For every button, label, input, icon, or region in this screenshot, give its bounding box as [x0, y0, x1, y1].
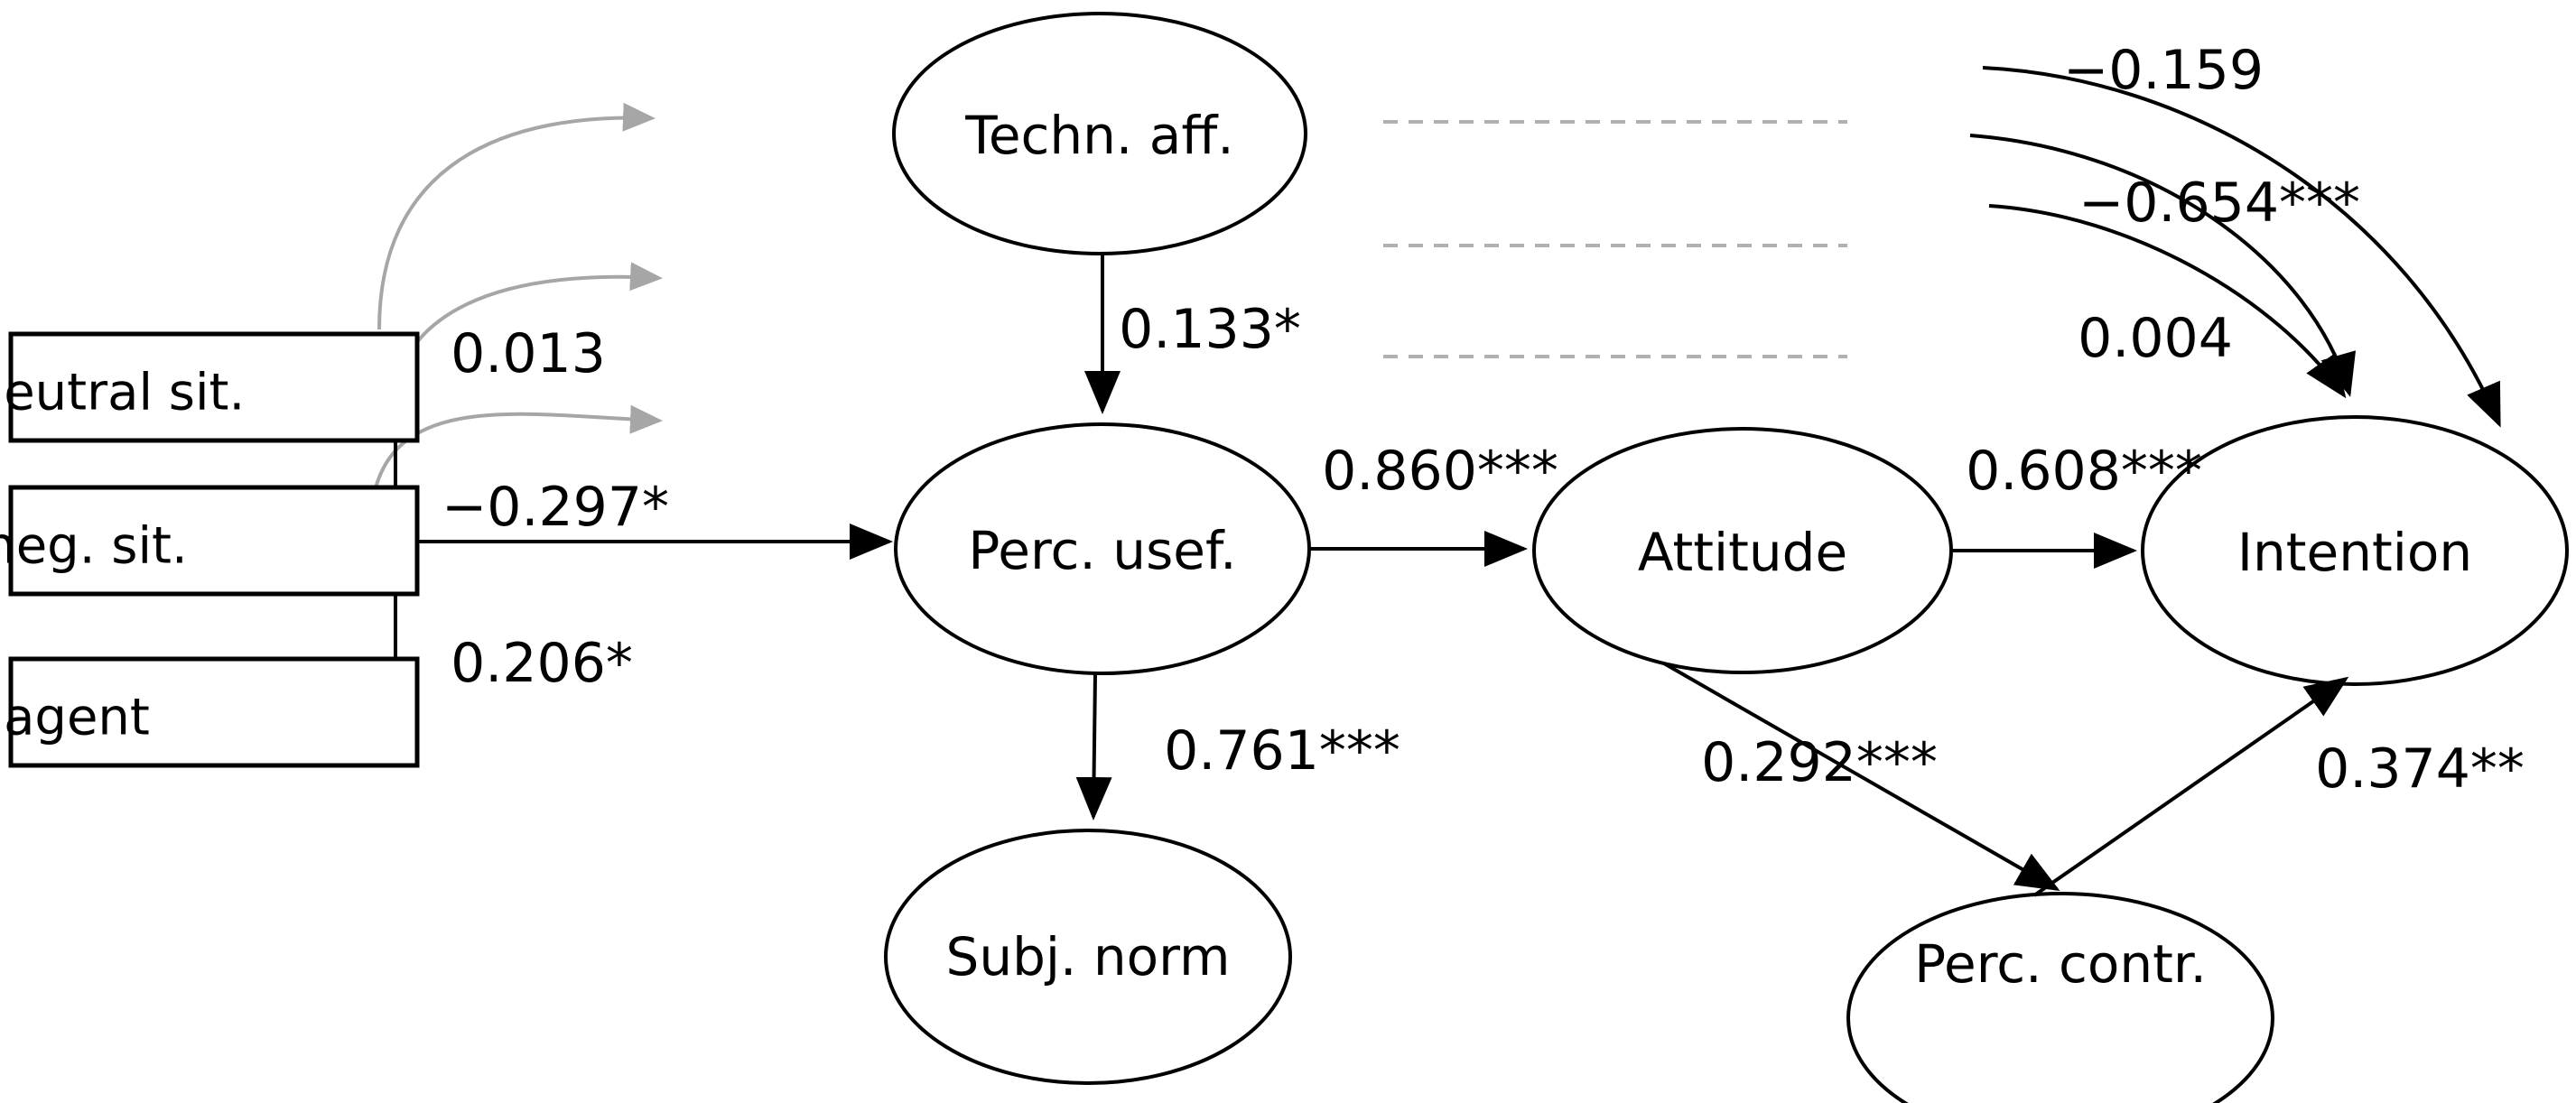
dashed-separator-group	[1383, 120, 1847, 358]
box-neg-sit[interactable]	[8, 485, 420, 597]
gray-curved-arrow-2	[388, 262, 663, 416]
gray-curved-arrow-1	[377, 102, 656, 330]
curve-neg-to-intention	[1969, 134, 2357, 397]
curve-agent-to-intention	[1988, 204, 2347, 399]
box-neutral-sit[interactable]	[8, 331, 420, 443]
node-shape-group	[8, 12, 2569, 1103]
ellipse-techn-aff[interactable]	[892, 12, 1307, 255]
long-curve-group	[1969, 66, 2501, 428]
edge-group	[1075, 254, 2349, 897]
ellipse-perc-usef[interactable]	[894, 422, 1311, 675]
gray-curved-arrow-3	[370, 404, 663, 506]
edge-attitude-to-perccontr	[1663, 662, 2060, 891]
ellipse-intention[interactable]	[2141, 415, 2569, 686]
curve-neutral-to-intention	[1982, 66, 2501, 428]
edge-usef-to-subjnorm	[1075, 672, 1112, 820]
gray-curved-arrow-group	[370, 102, 663, 506]
ellipse-attitude[interactable]	[1532, 427, 1953, 674]
box-agent[interactable]	[8, 656, 420, 768]
ellipse-subj-norm[interactable]	[884, 829, 1292, 1085]
edge-perccontr-to-intention	[2032, 676, 2349, 897]
ellipse-perc-contr[interactable]	[1846, 892, 2274, 1103]
